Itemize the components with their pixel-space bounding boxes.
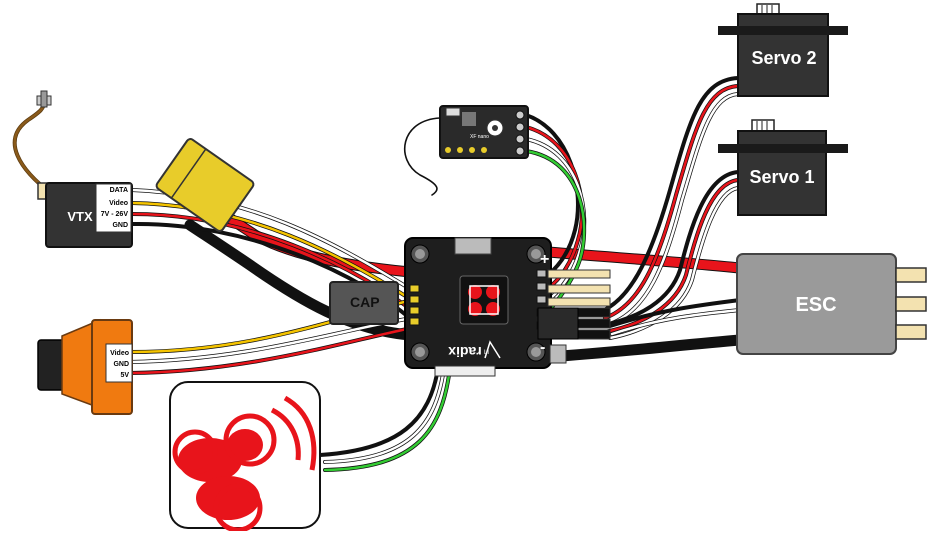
receiver-label: XF nano: [470, 134, 489, 140]
capacitor-label: CAP: [350, 294, 380, 310]
vtx-pin-gnd: GND: [112, 222, 128, 229]
fc-plus-sign: +: [540, 251, 549, 268]
servo-1: Servo 1: [718, 119, 848, 216]
servo2-wires-black: [598, 76, 740, 314]
camera: Video GND 5V: [37, 318, 133, 415]
brand-logo-badge: [169, 381, 321, 533]
esc: ESC: [736, 253, 927, 355]
fc-brand-label: radix: [448, 344, 482, 360]
servo1-wires-black: [598, 170, 740, 328]
esc-label: ESC: [795, 294, 836, 316]
fc-esc-black-power-wire: [542, 334, 746, 363]
vtx-label: VTX: [67, 209, 93, 224]
receiver: XF nano: [439, 105, 529, 159]
flight-controller: radix LI + -: [404, 237, 567, 377]
servo-1-label: Servo 1: [749, 167, 814, 187]
fc-bottom-black: [318, 366, 440, 457]
fc-bottom-green: [323, 366, 452, 472]
camera-pin-video: Video: [110, 350, 129, 357]
servo-2-label: Servo 2: [751, 48, 816, 68]
rx-antenna: [404, 117, 441, 196]
header-pins: [537, 269, 611, 340]
vtx: VTX DATA Video 7V - 26V GND: [36, 90, 133, 248]
fc-minus-sign: -: [540, 339, 545, 356]
servo-2: Servo 2: [718, 3, 848, 97]
fc-bottom-white: [323, 366, 446, 464]
camera-pin-5v: 5V: [120, 372, 129, 379]
fc-logo-icon: [468, 285, 500, 316]
capacitor: CAP: [155, 138, 399, 325]
vtx-pin-power: 7V - 26V: [101, 211, 129, 218]
esc-signal-black: [608, 298, 742, 328]
vtx-pin-data: DATA: [110, 187, 128, 194]
camera-pin-gnd: GND: [113, 361, 129, 368]
vtx-antenna-cable: [12, 98, 54, 196]
vtx-pin-video: Video: [109, 200, 128, 207]
